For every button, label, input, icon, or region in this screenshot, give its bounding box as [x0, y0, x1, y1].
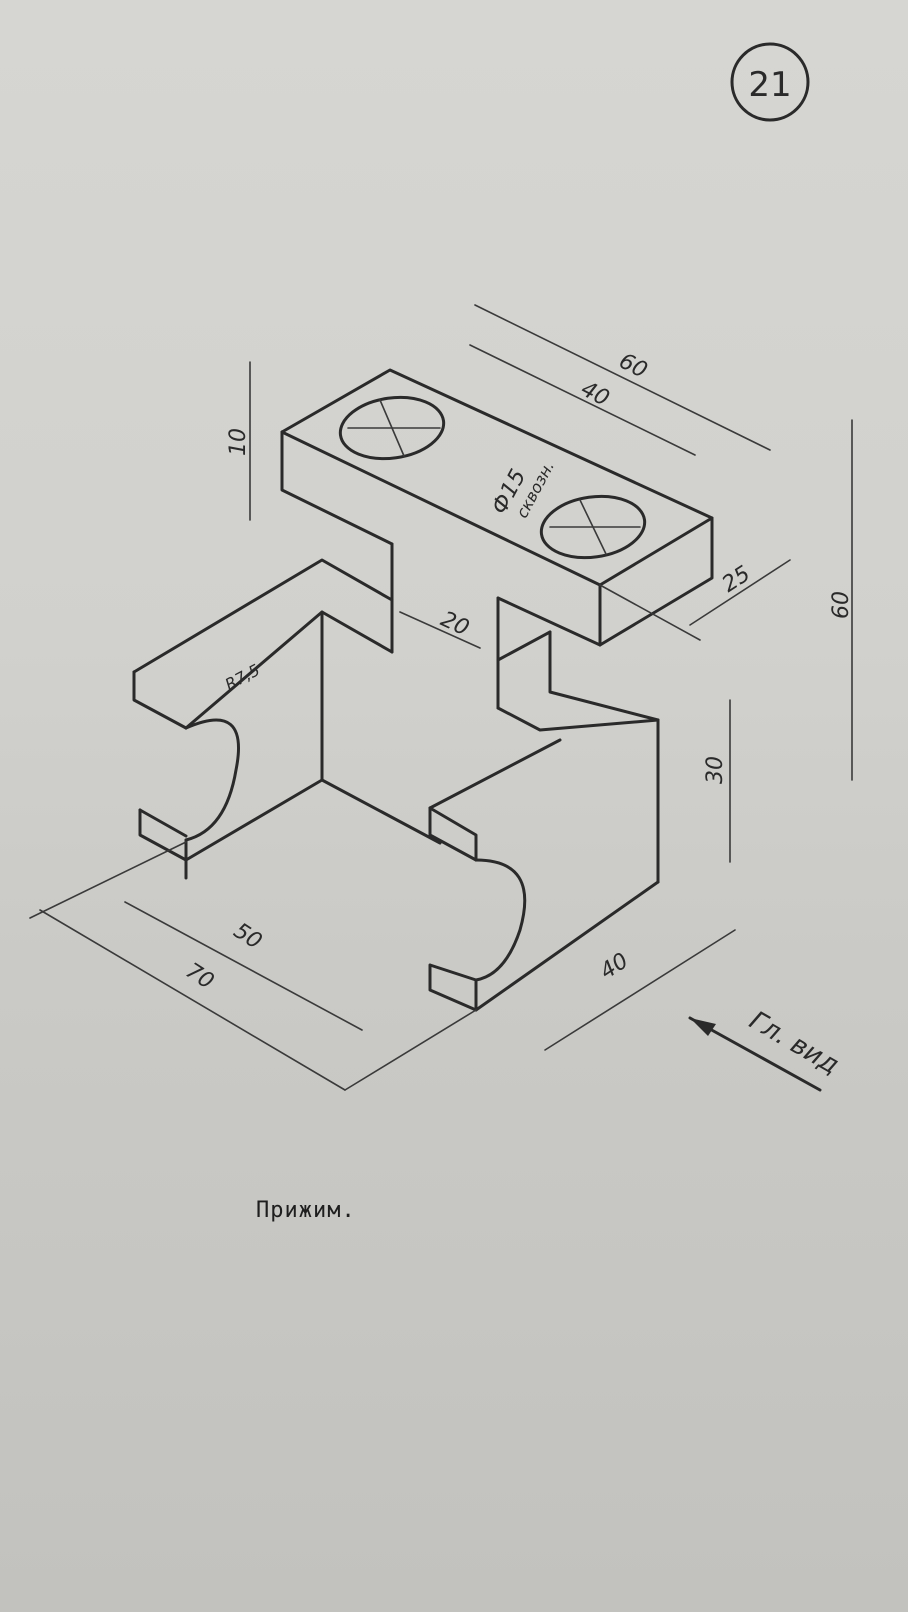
sheet-number-badge: 21 [730, 42, 810, 122]
main-view-indicator: Гл. вид [688, 1006, 844, 1092]
dim-top-length: 60 [615, 349, 651, 384]
dim-radius: R7,5 [222, 660, 263, 694]
dim-base-length: 70 [181, 958, 218, 994]
hole-right [539, 494, 647, 560]
upper-plate [280, 368, 714, 710]
drawing-caption: Прижим. [256, 1198, 356, 1223]
dim-hole-spacing: 40 [577, 377, 613, 412]
dim-top-depth: 25 [718, 561, 755, 597]
main-view-label: Гл. вид [744, 1006, 844, 1081]
dim-lower-height: 30 [703, 756, 728, 784]
dim-height-total: 60 [829, 591, 854, 619]
dimension-lines [29, 304, 853, 1091]
lower-body [132, 558, 660, 1012]
dim-top-thickness: 10 [226, 428, 251, 456]
hole-left [338, 395, 446, 461]
dim-base-width: 40 [596, 948, 633, 984]
dim-base-inner: 50 [229, 918, 266, 954]
dim-slot-width: 20 [437, 607, 473, 641]
sheet-number: 21 [748, 65, 791, 105]
